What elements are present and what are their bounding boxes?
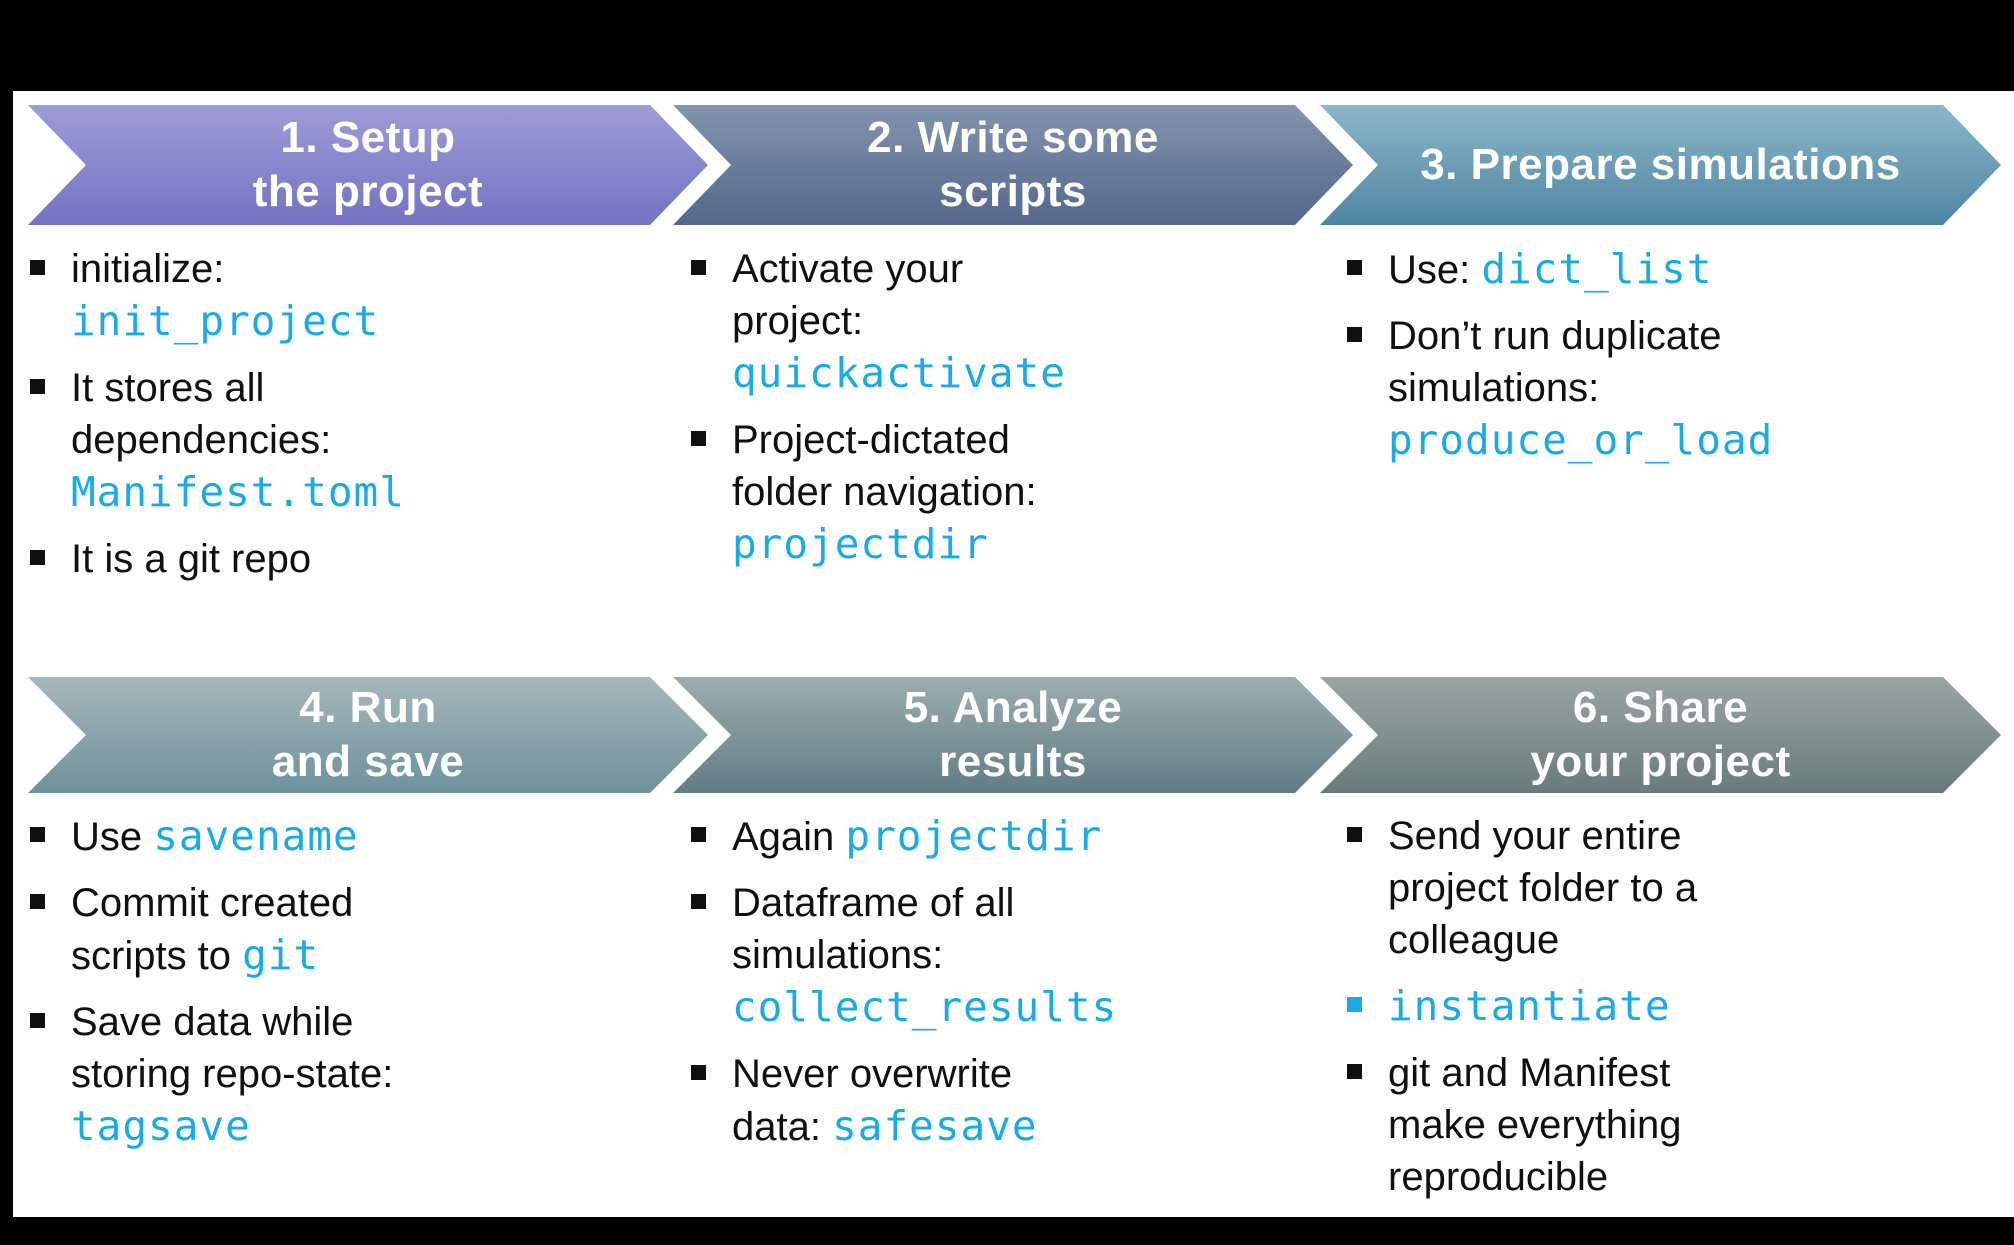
list-item: initialize: init_project	[26, 243, 658, 348]
text-segment: make everything	[1388, 1103, 1682, 1147]
text-segment: Activate your	[732, 247, 964, 291]
list-item: Project-dictated folder navigation: projec…	[687, 414, 1315, 571]
list-item: Never overwrite data: safesave	[687, 1048, 1315, 1153]
step-title-1: 1. Setup the project	[252, 113, 484, 216]
list-item: Send your entire project folder to a colle…	[1343, 810, 1993, 966]
text-segment: Don’t run duplicate	[1388, 314, 1722, 358]
list-item: git and Manifest make everything reproduci…	[1343, 1047, 1993, 1203]
list-item: Use savename	[26, 810, 658, 863]
text-segment: Use	[71, 815, 154, 859]
text-segment: dependencies:	[71, 418, 332, 462]
step-banner-5: 5. Analyze results	[673, 677, 1353, 793]
text-segment: folder navigation:	[732, 470, 1037, 514]
text-segment: Send your entire	[1388, 814, 1682, 858]
text-segment: Again	[732, 815, 846, 859]
step-title-6: 6. Share your project	[1530, 683, 1791, 786]
list-item: It is a git repo	[26, 533, 658, 585]
list-item: It stores all dependencies: Manifest.toml	[26, 362, 658, 519]
list-item: Save data while storing repo-state: tagsav…	[26, 996, 658, 1153]
slide-surface	[13, 91, 2014, 1217]
step-banner-6: 6. Share your project	[1320, 677, 2001, 793]
list-item: Dataframe of all simulations: collect_resu…	[687, 877, 1315, 1034]
text-segment: Save data while	[71, 1000, 354, 1044]
code-token: tagsave	[71, 1102, 251, 1150]
text-segment: project:	[732, 299, 864, 343]
code-token: projectdir	[845, 812, 1103, 860]
step-title-4: 4. Run and save	[271, 683, 465, 786]
code-token: savename	[153, 812, 359, 860]
text-segment: Use:	[1388, 248, 1482, 292]
text-segment: It is a git repo	[71, 537, 312, 581]
text-segment: Project-dictated	[732, 418, 1010, 462]
text-segment: simulations:	[1388, 366, 1600, 410]
code-token: safesave	[832, 1102, 1038, 1150]
text-segment: colleague	[1388, 918, 1560, 962]
text-segment: It stores all	[71, 366, 265, 410]
code-token: git	[242, 931, 320, 979]
step-title-2: 2. Write some scripts	[867, 113, 1159, 216]
step-banner-2: 2. Write some scripts	[673, 105, 1353, 225]
code-token: instantiate	[1388, 982, 1671, 1030]
list-item: Activate your project: quickactivate	[687, 243, 1315, 400]
step-banner-4: 4. Run and save	[28, 677, 708, 793]
list-item: Again projectdir	[687, 810, 1315, 863]
text-segment: data:	[732, 1105, 833, 1149]
list-item: instantiate	[1343, 980, 1993, 1033]
step-banner-1: 1. Setup the project	[28, 105, 708, 225]
text-segment: Never overwrite	[732, 1052, 1013, 1096]
list-item: Don’t run duplicate simulations: produce_o…	[1343, 310, 1988, 467]
text-segment: project folder to a	[1388, 866, 1698, 910]
text-segment: git and Manifest	[1388, 1051, 1671, 1095]
code-token: dict_list	[1481, 245, 1713, 293]
text-segment: initialize:	[71, 247, 225, 291]
code-token: projectdir	[732, 520, 989, 568]
text-segment: Dataframe of all	[732, 881, 1015, 925]
list-item: Commit created scripts to git	[26, 877, 658, 982]
code-token: collect_results	[732, 983, 1118, 1031]
text-segment: Commit created	[71, 881, 354, 925]
code-token: Manifest.toml	[71, 468, 405, 516]
step-bullets-6: Send your entire project folder to a colle…	[1343, 810, 1993, 1217]
step-banner-3: 3. Prepare simulations	[1320, 105, 2001, 225]
text-segment: simulations:	[732, 933, 944, 977]
step-bullets-1: initialize: init_project It stores all depe…	[26, 243, 658, 599]
code-token: produce_or_load	[1388, 416, 1774, 464]
text-segment: scripts to	[71, 934, 243, 978]
text-segment: reproducible	[1388, 1155, 1609, 1199]
code-token: quickactivate	[732, 349, 1066, 397]
text-segment: storing repo-state:	[71, 1052, 394, 1096]
step-title-5: 5. Analyze results	[903, 683, 1123, 786]
code-token: init_project	[71, 297, 380, 345]
step-title-3: 3. Prepare simulations	[1420, 140, 1901, 189]
list-item: Use: dict_list	[1343, 243, 1988, 296]
